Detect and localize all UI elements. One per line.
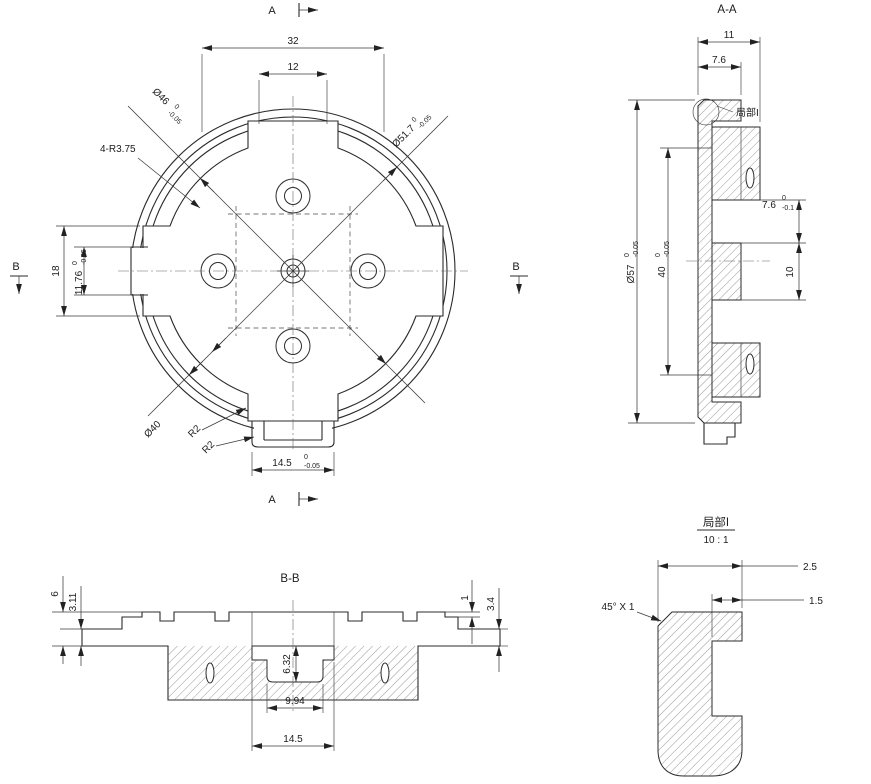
dim-aa-10: 10	[741, 243, 806, 301]
section-bb-view: B-B 6 3.11 1	[50, 573, 508, 751]
dim-diameter-51-7-tol-up: 0	[411, 116, 419, 124]
dim-bb-1-value: 1	[460, 595, 471, 601]
section-mark-b-left: B	[10, 261, 28, 294]
detail-scale: 10 : 1	[703, 535, 728, 546]
dim-aa-40-tol-lo: -0.05	[664, 241, 671, 257]
section-label-a-top: A	[268, 5, 276, 17]
detail-callout: 局部I	[692, 98, 759, 126]
dim-4-r3-75-value: 4-R3.75	[100, 144, 136, 155]
dim-diameter-51-7-value: Ø51.7	[390, 123, 417, 150]
section-mark-b-right: B	[510, 261, 528, 294]
dim-bb-9-94-value: 9.94	[285, 696, 305, 707]
dim-32: 32	[201, 36, 385, 132]
dim-detail-2-5-value: 2.5	[803, 562, 817, 573]
dim-aa-7-6-top-value: 7.6	[712, 55, 726, 66]
dim-bb-9-94: 9.94	[266, 684, 324, 713]
dim-18: 18	[51, 225, 140, 317]
dim-aa-40-tol-up: 0	[655, 253, 662, 257]
section-label-b-right: B	[512, 261, 519, 273]
dashed-square	[228, 206, 358, 336]
dim-bb-1: 1	[445, 580, 480, 644]
dim-diameter-51-7-tol-lo: -0.05	[417, 114, 433, 130]
bb-hole-left	[205, 662, 215, 684]
dim-diameter-46-value: Ø46	[150, 86, 171, 107]
section-label-a-bottom: A	[268, 494, 276, 506]
dim-bb-3-4-value: 3.4	[486, 597, 497, 611]
dim-bb-14-5: 14.5	[251, 662, 335, 751]
dim-diameter-51-7: Ø51.7 0 -0.05	[390, 114, 433, 150]
dim-aa-7-6-right: 7.6 0 -0.1	[741, 195, 806, 244]
dim-aa-11-value: 11	[724, 30, 735, 41]
dim-bb-14-5-value: 14.5	[283, 734, 303, 745]
center-crosshair	[277, 255, 309, 287]
section-mark-a-bottom: A	[268, 492, 318, 506]
detail-title: 局部I	[703, 515, 729, 529]
aa-flange-disc	[697, 99, 742, 424]
dim-aa-diameter-57-tol-up: 0	[624, 253, 631, 257]
front-view: Ø46 0 -0.05 Ø51.7 0 -0.05 Ø40 4-R3.75 R2…	[10, 3, 528, 506]
dim-bb-6-value: 6	[50, 591, 61, 597]
aa-bottom-boss	[703, 423, 736, 445]
dim-bb-6: 6	[50, 576, 142, 664]
dim-r2-b: R2	[200, 439, 217, 456]
bb-hole-right	[380, 662, 390, 684]
section-aa-view: A-A 局部I 11 7.6	[624, 4, 806, 445]
aa-bottom-hole	[745, 353, 755, 375]
dim-bb-6-32: 6.32	[282, 646, 299, 682]
dim-detail-chamfer-value: 45° X 1	[602, 602, 635, 613]
dim-detail-1-5-value: 1.5	[809, 596, 823, 607]
dim-14-5-value: 14.5	[272, 458, 292, 469]
aa-top-hole	[745, 167, 755, 189]
dim-detail-1-5: 1.5	[711, 594, 823, 637]
dim-diameter-46-tol-lo: -0.05	[166, 110, 182, 126]
dim-18-value: 18	[51, 265, 62, 277]
aa-hub-block	[711, 242, 742, 301]
dim-11-76: 11.76 0 -0.05	[72, 246, 131, 296]
aa-top-tab-block	[711, 126, 761, 201]
dim-aa-diameter-57: Ø57 0 -0.05	[624, 99, 695, 424]
detail-view: 局部I 10 : 1 2.5 1.5 45° X 1	[602, 515, 823, 777]
diameter-leaders	[127, 105, 449, 417]
dim-detail-chamfer: 45° X 1	[602, 602, 662, 622]
dim-aa-7-6-right-tol-lo: -0.1	[782, 205, 794, 212]
dim-bb-3-11: 3.11	[60, 586, 84, 666]
view-title-aa: A-A	[717, 4, 737, 16]
section-mark-a-top: A	[268, 3, 318, 17]
dim-aa-40-value: 40	[657, 266, 668, 278]
dim-aa-10-value: 10	[785, 266, 796, 278]
dim-aa-7-6-right-value: 7.6	[762, 200, 776, 211]
dim-aa-diameter-57-value: Ø57	[626, 264, 637, 283]
detail-shape	[657, 611, 743, 777]
dim-diameter-40: Ø40	[142, 419, 163, 440]
detail-callout-label: 局部I	[736, 106, 759, 119]
dim-14-5-tol-up: 0	[304, 454, 308, 461]
dim-diameter-46: Ø46 0 -0.05	[150, 86, 183, 126]
dim-diameter-46-tol-up: 0	[173, 103, 181, 111]
dim-32-value: 32	[287, 36, 299, 47]
dim-11-76-value: 11.76	[74, 270, 85, 295]
dim-bb-6-32-value: 6.32	[282, 654, 293, 674]
dim-11-76-tol-lo: -0.05	[81, 249, 88, 265]
dim-14-5-tol-lo: -0.05	[304, 463, 320, 470]
dim-r2-a: R2	[186, 423, 203, 440]
dim-11-76-tol-up: 0	[72, 261, 79, 265]
dim-12-value: 12	[287, 62, 299, 73]
dim-aa-7-6-top: 7.6	[698, 55, 742, 95]
dim-bb-3-11-value: 3.11	[68, 592, 79, 611]
section-label-b-left: B	[12, 261, 19, 273]
view-title-bb: B-B	[280, 573, 300, 585]
dim-4-r3-75: 4-R3.75	[100, 144, 201, 209]
dim-aa-40: 40 0 -0.05	[655, 147, 712, 376]
dim-aa-diameter-57-tol-lo: -0.05	[633, 241, 640, 257]
dim-12: 12	[258, 62, 328, 124]
dim-diameter-40-value: Ø40	[142, 419, 163, 440]
dim-bb-3-4: 3.4	[486, 588, 508, 672]
dim-aa-7-6-right-tol-up: 0	[782, 195, 786, 202]
dim-14-5: 14.5 0 -0.05	[251, 452, 335, 476]
